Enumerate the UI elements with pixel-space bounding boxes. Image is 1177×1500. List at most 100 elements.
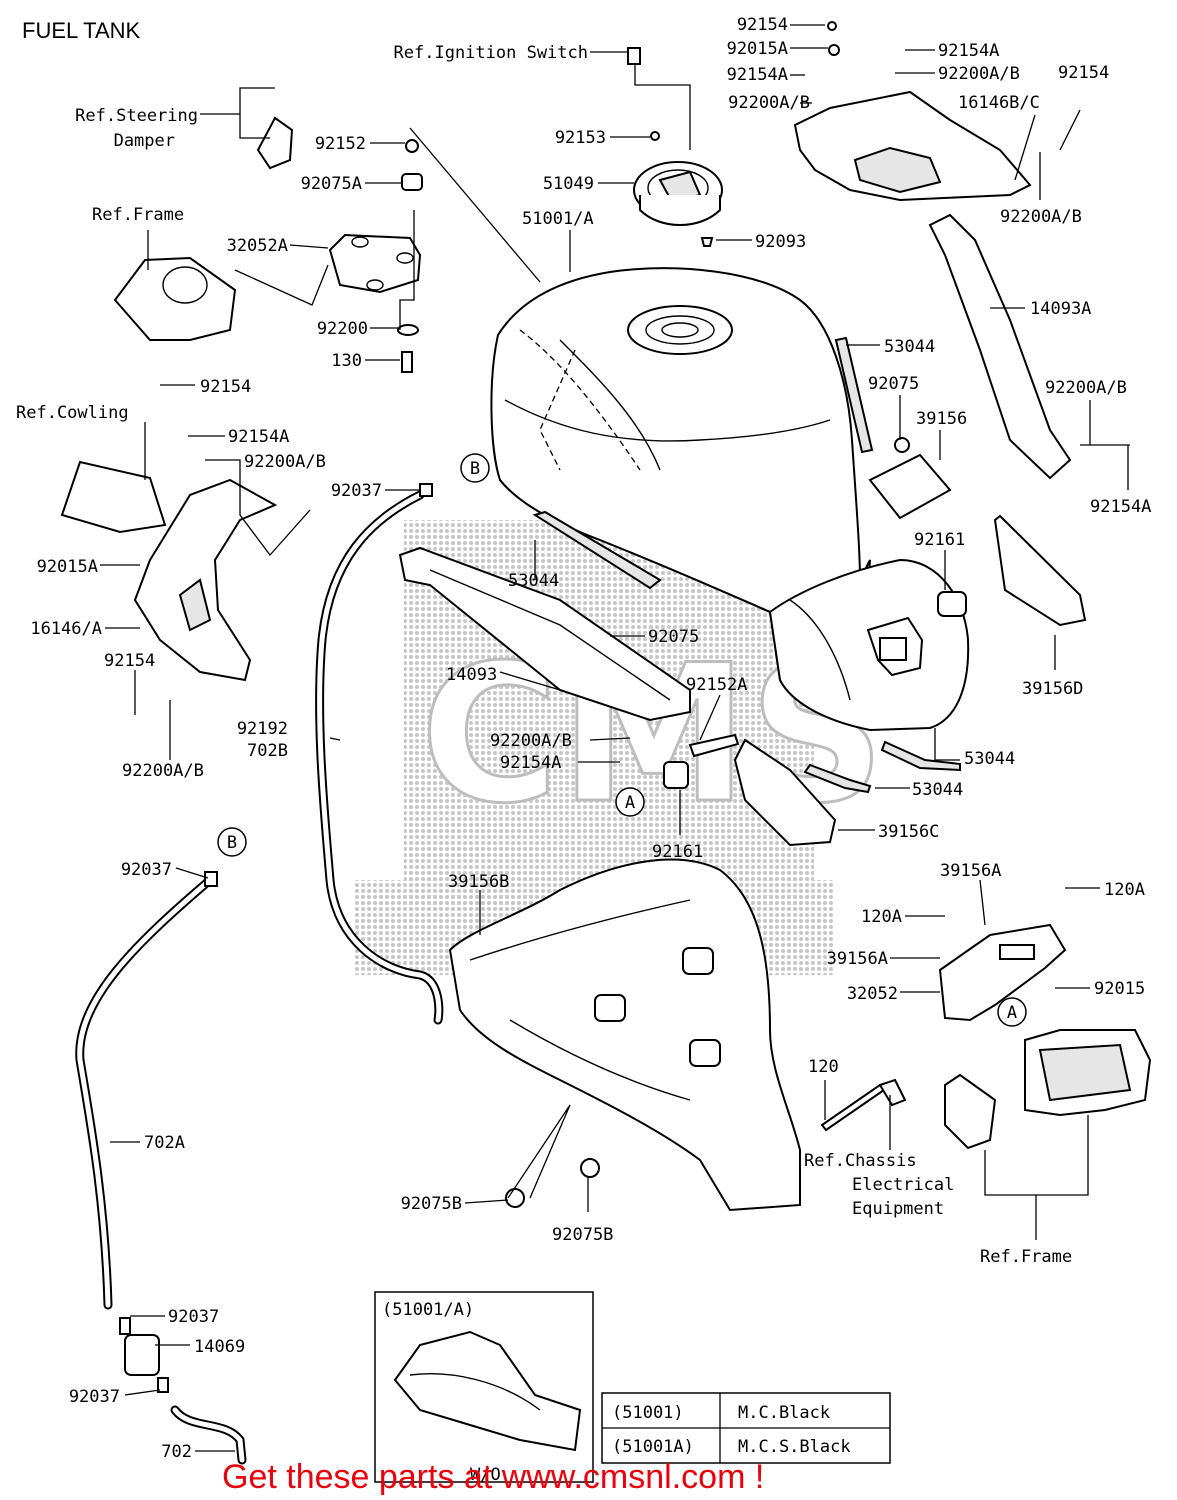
- valve-14069: [124, 1334, 160, 1376]
- drain-hose-702: [170, 1405, 247, 1465]
- svg-text:B: B: [470, 459, 480, 479]
- clip-92037-d: [157, 1377, 169, 1393]
- bracket-32052a: [328, 233, 422, 294]
- frame-ref-top: [113, 256, 237, 341]
- label-92200ab-r2: 92200A/B: [1000, 207, 1082, 227]
- label-92200ab-c: 92200A/B: [490, 731, 572, 751]
- svg-text:A: A: [1007, 1003, 1017, 1023]
- frame-ref-bottom: [944, 1029, 1152, 1150]
- label-92152a: 92152A: [686, 675, 747, 695]
- label-53044-b: 53044: [508, 571, 559, 591]
- bracket-14093: [398, 546, 691, 722]
- label-92200ab-l1: 92200A/B: [244, 452, 326, 472]
- seal-53044: [532, 510, 662, 590]
- label-ref-ignition-switch: Ref.Ignition Switch: [394, 43, 588, 63]
- collar-92152: [405, 139, 419, 153]
- leader-lines: [100, 24, 1130, 1452]
- label-92200ab-r1: 92200A/B: [938, 64, 1020, 84]
- label-39156b: 39156B: [448, 872, 509, 892]
- label-92200ab-r3: 92200A/B: [1045, 378, 1127, 398]
- label-92154a-top: 92154A: [727, 65, 788, 85]
- label-39156a-b: 39156A: [827, 949, 888, 969]
- label-32052a: 32052A: [227, 236, 288, 256]
- bolt-130: [401, 351, 413, 373]
- label-702a: 702A: [144, 1133, 185, 1153]
- svg-text:B: B: [227, 833, 237, 853]
- label-92075-b: 92075: [648, 627, 699, 647]
- label-39156c: 39156C: [878, 822, 939, 842]
- label-92037-c: 92037: [168, 1307, 219, 1327]
- label-ref-steering-2: Damper: [114, 131, 175, 151]
- svg-text:A: A: [625, 793, 635, 813]
- label-92015a-top: 92015A: [727, 39, 788, 59]
- footer-link-text[interactable]: Get these parts at www.cmsnl.com !: [222, 1458, 764, 1496]
- cowling-ref: [60, 460, 167, 534]
- seal-53044-c: [880, 740, 961, 772]
- label-92154a-r1: 92154A: [938, 41, 999, 61]
- label-14093a: 14093A: [1030, 299, 1091, 319]
- label-ref-steering-1: Ref.Steering: [75, 106, 198, 126]
- label-92200ab-l2: 92200A/B: [122, 761, 204, 781]
- label-120a-b: 120A: [861, 907, 902, 927]
- clip-92037-a: [419, 483, 433, 497]
- label-92153: 92153: [555, 128, 606, 148]
- label-92154-r1: 92154: [1058, 63, 1109, 83]
- label-39156a-a: 39156A: [940, 861, 1001, 881]
- label-92154-top: 92154: [737, 15, 788, 35]
- nut-92015a-top: [828, 44, 840, 56]
- label-92075-a: 92075: [868, 374, 919, 394]
- label-16146bc: 16146B/C: [958, 93, 1040, 113]
- label-92200ab-top: 92200A/B: [728, 93, 810, 113]
- bolt-92154-top: [827, 21, 837, 31]
- label-92093: 92093: [755, 232, 806, 252]
- label-92015a-l: 92015A: [37, 557, 98, 577]
- label-92154-l2: 92154: [104, 651, 155, 671]
- pad-39156: [868, 453, 952, 520]
- color-table-row-2-part: (51001A): [612, 1437, 694, 1457]
- label-ref-chassis-2: Electrical: [852, 1175, 954, 1195]
- label-16146a: 16146/A: [30, 619, 102, 639]
- label-92075a: 92075A: [301, 174, 362, 194]
- label-ref-chassis-1: Ref.Chassis: [804, 1151, 917, 1171]
- label-53044-a: 53044: [884, 337, 935, 357]
- label-120a-a: 120A: [1104, 880, 1145, 900]
- breather-hose-92192: [315, 490, 444, 1025]
- damper-92161-b: [663, 761, 689, 789]
- damper-92075a: [401, 173, 423, 191]
- callout-a-right: A: [997, 997, 1027, 1027]
- washer-92200: [397, 324, 419, 336]
- seal-53044-d: [803, 763, 872, 794]
- tray-39156b: [448, 858, 801, 1212]
- label-51049: 51049: [543, 174, 594, 194]
- label-92075b-b: 92075B: [552, 1225, 613, 1245]
- collar-92152a: [688, 733, 740, 758]
- label-ref-chassis-3: Equipment: [852, 1199, 944, 1219]
- gasket-92093: [700, 237, 714, 247]
- label-92015: 92015: [1094, 979, 1145, 999]
- label-130: 130: [331, 351, 362, 371]
- label-14093: 14093: [446, 665, 497, 685]
- callout-b-bottom: B: [217, 827, 247, 857]
- fuel-tank-51001: [490, 267, 970, 732]
- label-702b: 702B: [247, 741, 288, 761]
- label-53044-c: 53044: [964, 749, 1015, 769]
- label-120: 120: [808, 1057, 839, 1077]
- damper-92161-a: [937, 591, 967, 617]
- label-53044-d: 53044: [912, 780, 963, 800]
- label-ref-cowling: Ref.Cowling: [16, 403, 129, 423]
- page-title: FUEL TANK: [22, 18, 141, 43]
- label-92161-a: 92161: [914, 530, 965, 550]
- label-32052: 32052: [847, 984, 898, 1004]
- ignition-switch-ref: [627, 47, 641, 65]
- clip-92037-c: [119, 1317, 131, 1335]
- inset-51001a: (51001/A) W/O: [374, 1291, 594, 1485]
- label-92075b-a: 92075B: [401, 1194, 462, 1214]
- label-92192: 92192: [237, 719, 288, 739]
- damper-92075b-b: [580, 1158, 600, 1178]
- cover-16146a: [133, 478, 278, 682]
- pad-39156d: [993, 514, 1087, 627]
- inset-code: W/O: [470, 1465, 501, 1485]
- chassis-electrical-ref: [878, 1078, 907, 1107]
- label-92037-d: 92037: [69, 1387, 120, 1407]
